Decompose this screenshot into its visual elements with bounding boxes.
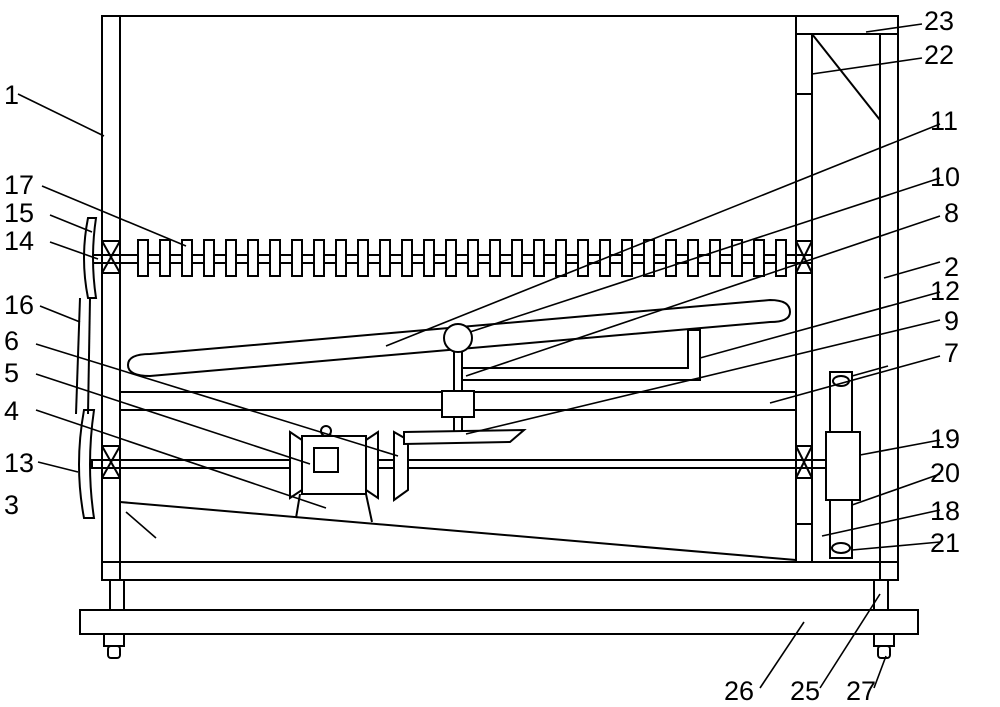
- crushing-tooth: [401, 239, 413, 277]
- housing-left-wall: [101, 15, 121, 581]
- motor-support: [295, 493, 373, 523]
- crushing-tooth: [555, 239, 567, 277]
- crushing-tooth: [137, 239, 149, 277]
- callout-12: 12: [930, 276, 960, 306]
- caster-wheels: [103, 633, 895, 659]
- callout-1: 1: [4, 80, 19, 110]
- crushing-tooth: [423, 239, 435, 277]
- crushing-tooth: [489, 239, 501, 277]
- callout-27: 27: [846, 676, 876, 706]
- housing-bottom: [101, 561, 899, 581]
- callout-23: 23: [924, 6, 954, 36]
- crushing-tooth: [445, 239, 457, 277]
- legs: [109, 579, 889, 611]
- callout-7: 7: [944, 338, 959, 368]
- crushing-tooth: [709, 239, 721, 277]
- base-plate: [79, 609, 919, 635]
- callout-9: 9: [944, 306, 959, 336]
- callout-18: 18: [930, 496, 960, 526]
- callout-17: 17: [4, 170, 34, 200]
- crushing-tooth: [225, 239, 237, 277]
- callout-20: 20: [930, 458, 960, 488]
- cam-plate: [403, 428, 527, 446]
- callout-21: 21: [930, 528, 960, 558]
- bearing-lower-left: [101, 445, 121, 479]
- callout-13: 13: [4, 448, 34, 478]
- crushing-tooth: [313, 239, 325, 277]
- sprocket-bottom: [831, 542, 851, 554]
- callout-11: 11: [930, 106, 958, 136]
- lower-pulley: [78, 409, 96, 519]
- bearing-upper-right: [795, 240, 813, 274]
- callout-15: 15: [4, 198, 34, 228]
- crushing-tooth: [269, 239, 281, 277]
- inclined-bottom-plate: [119, 501, 797, 561]
- callout-8: 8: [944, 198, 959, 228]
- callout-16: 16: [4, 290, 34, 320]
- callout-4: 4: [4, 396, 19, 426]
- housing-right-inner-wall: [795, 34, 813, 562]
- crushing-tooth: [775, 239, 787, 277]
- callout-25: 25: [790, 676, 820, 706]
- crushing-tooth: [159, 239, 171, 277]
- crushing-tooth: [665, 239, 677, 277]
- crushing-tooth: [643, 239, 655, 277]
- callout-10: 10: [930, 162, 960, 192]
- leader-lines: [17, 23, 941, 689]
- crushing-tooth: [335, 239, 347, 277]
- callout-2: 2: [944, 252, 959, 282]
- crushing-tooth: [731, 239, 743, 277]
- crushing-tooth: [291, 239, 303, 277]
- slider-block: [441, 390, 475, 418]
- housing-top-right-cap: [795, 15, 899, 35]
- bearing-upper-left: [101, 240, 121, 274]
- chute-diagonal: [811, 33, 881, 121]
- lifting-block: [825, 431, 861, 501]
- callout-14: 14: [4, 226, 34, 256]
- callout-5: 5: [4, 358, 19, 388]
- crushing-tooth: [357, 239, 369, 277]
- crushing-tooth: [511, 239, 523, 277]
- crushing-tooth: [621, 239, 633, 277]
- pivot-wheel: [443, 323, 473, 353]
- callout-26: 26: [724, 676, 754, 706]
- callout-labels: 1 2 3 4 5 6 7 8 9 10 11 12 13 14 15 16 1…: [4, 6, 960, 706]
- crushing-tooth: [379, 239, 391, 277]
- upper-pulley: [83, 217, 98, 299]
- crushing-tooth: [203, 239, 215, 277]
- bearing-lower-right: [795, 445, 813, 479]
- crushing-tooth: [577, 239, 589, 277]
- callout-22: 22: [924, 40, 954, 70]
- drive-belt: [75, 297, 91, 415]
- crushing-teeth: [137, 239, 787, 277]
- crushing-tooth: [533, 239, 545, 277]
- crushing-tooth: [247, 239, 259, 277]
- callout-3: 3: [4, 490, 19, 520]
- callout-6: 6: [4, 326, 19, 356]
- crushing-tooth: [467, 239, 479, 277]
- l-arm: [461, 329, 701, 381]
- crushing-tooth: [753, 239, 765, 277]
- callout-19: 19: [930, 424, 960, 454]
- crushing-tooth: [181, 239, 193, 277]
